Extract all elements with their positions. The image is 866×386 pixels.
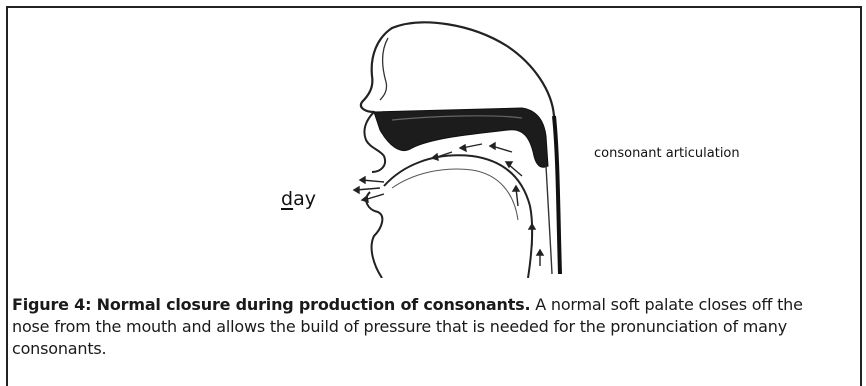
example-word: day xyxy=(281,188,316,210)
palate-shaded xyxy=(374,108,548,167)
skull-outline xyxy=(392,22,554,116)
tongue-inner xyxy=(392,169,518,220)
pharynx-inner xyxy=(546,166,552,274)
emphasized-letter: d xyxy=(281,188,293,210)
pharynx-wall xyxy=(554,116,560,274)
airflow-arrows xyxy=(432,143,543,266)
oral-cavity-illustration xyxy=(322,16,584,278)
word-remainder: ay xyxy=(293,188,316,210)
outflow-arrows xyxy=(354,177,384,202)
tongue xyxy=(384,155,532,278)
caption-title: Figure 4: Normal closure during producti… xyxy=(12,295,530,314)
figure-caption: Figure 4: Normal closure during producti… xyxy=(12,294,832,360)
articulation-label: consonant articulation xyxy=(594,146,740,161)
nasal-inner-line xyxy=(380,38,388,100)
lower-lip-chin xyxy=(366,192,382,278)
